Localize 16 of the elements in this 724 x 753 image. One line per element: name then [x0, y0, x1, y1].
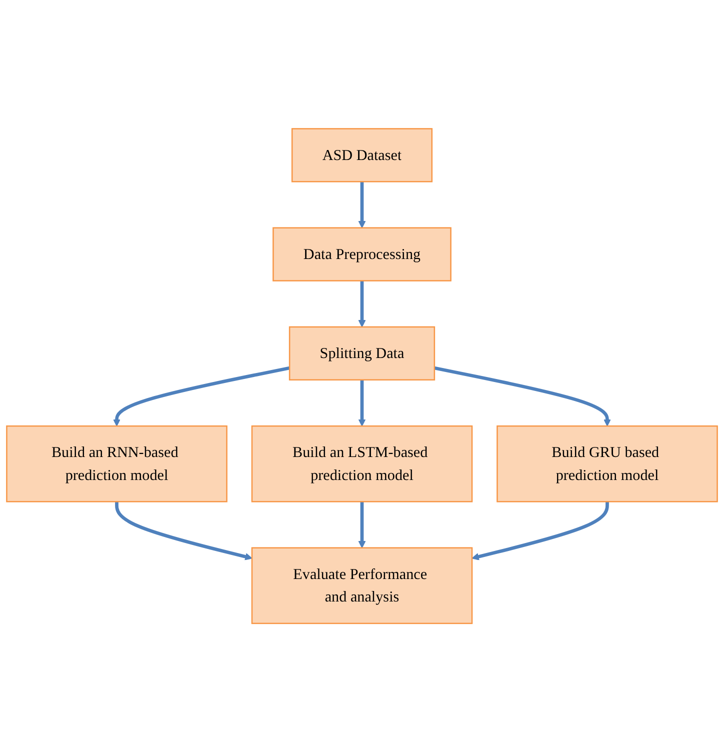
node-box — [251, 426, 473, 503]
arrow — [115, 502, 252, 561]
arrow — [434, 366, 611, 427]
node-box — [288, 326, 436, 381]
arrow — [358, 281, 366, 328]
arrow — [472, 502, 609, 561]
node-box — [6, 426, 228, 503]
node-box — [291, 128, 433, 183]
arrow — [358, 182, 366, 229]
flowchart: ASD Dataset Data Preprocessing Splitting Data Build an RNN-based prediction model Build an LSTM-based prediction model Build GRU based prediction model Evaluate Performance and analysis — [0, 122, 724, 631]
node-box — [251, 548, 473, 624]
arrow — [358, 502, 366, 549]
node-box — [272, 228, 452, 282]
arrow — [358, 380, 366, 427]
arrow — [113, 366, 290, 427]
node-box — [496, 426, 718, 503]
